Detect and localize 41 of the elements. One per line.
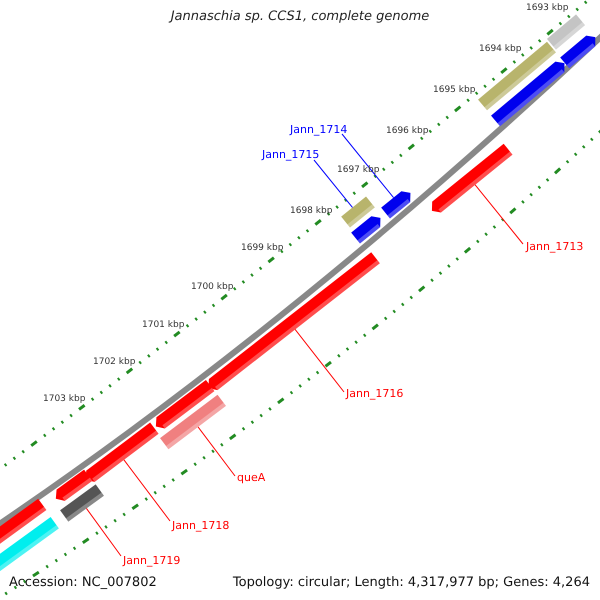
footer-text: Topology: circular; Length: 4,317,977 bp; Genes: 4,264 [232, 575, 590, 590]
footer-text: Accession: NC_007802 [9, 575, 157, 590]
gene-block-pointed [491, 62, 564, 126]
gene-label: Jann_1719 [123, 554, 180, 567]
gene-block-pointed [56, 470, 92, 501]
gene-block [546, 14, 586, 50]
gene-label: Jann_1715 [262, 148, 320, 161]
gene-block [160, 394, 226, 450]
gene-block-pointed [381, 191, 410, 218]
gene-label: Jann_1714 [290, 123, 348, 136]
scale-label: 1698 kbp [290, 206, 332, 216]
leader-line [474, 184, 524, 244]
scale-label: 1693 kbp [526, 3, 568, 13]
leader-line [198, 426, 236, 476]
scale-label: 1694 kbp [479, 44, 522, 54]
gene-label: Jann_1718 [172, 519, 230, 532]
gene-block [0, 498, 46, 546]
title: Jannaschia sp. CCS1, complete genome [168, 9, 430, 24]
gene-block-pointed [86, 422, 159, 482]
scale-label: 1695 kbp [433, 85, 476, 95]
gene-block [341, 196, 375, 228]
scale-label: 1702 kbp [93, 357, 136, 367]
scale-label: 1696 kbp [386, 126, 428, 136]
gene-block [0, 517, 59, 573]
gene-block [60, 484, 104, 522]
gene-block-pointed [560, 36, 596, 68]
leader-line [294, 328, 344, 392]
gene-block-pointed [432, 144, 512, 212]
leader-line [314, 160, 353, 208]
gene-block-pointed [351, 216, 380, 244]
gene-block-pointed [156, 380, 214, 428]
gene-label: Jann_1713 [526, 240, 584, 253]
scale-label: 1701 kbp [142, 320, 184, 330]
gene-label: Jann_1716 [346, 387, 404, 400]
gene-block [478, 42, 556, 110]
leader-line [342, 134, 394, 198]
scale-label: 1700 kbp [191, 282, 234, 292]
leader-line [123, 459, 170, 522]
gene-label: queA [237, 471, 266, 484]
scale-label: 1703 kbp [43, 394, 86, 404]
leader-line [86, 508, 122, 556]
